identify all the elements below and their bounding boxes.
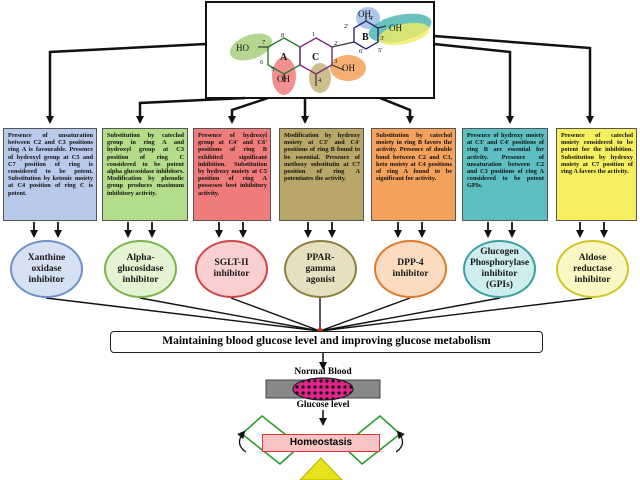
maintain-glucose-box: Maintaining blood glucose level and impr…: [110, 331, 543, 353]
fulcrum: [299, 457, 343, 480]
oh-ring-b-label: OH: [389, 23, 402, 33]
normal-blood-label: Normal Blood: [294, 367, 352, 377]
converging-line: [319, 297, 501, 332]
top-connectors: [46, 34, 594, 124]
pos-8: 8: [281, 32, 284, 39]
sar-box-alpha: Substitution by catechol group in ring A…: [102, 128, 188, 221]
svg-text:8 1 2 3 4: 8 1 2 3 4 5 6 7 4' 3' 2' 5' 6': [260, 15, 386, 84]
target-alpha-glucosidase-inhibitor: Alpha- glucosidase inhibitor: [104, 240, 177, 298]
pos-4p: 4': [369, 15, 373, 22]
target-xanthine-oxidase-inhibitor: Xanthine oxidase inhibitor: [10, 240, 83, 298]
blood-cell-ellipse: [292, 377, 354, 401]
target-aldose-reductase-inhibitor: Aldose reductase inhibitor: [556, 240, 629, 298]
target-ppar-gamma-agonist: PPAR- gamma agonist: [284, 240, 357, 298]
converging-line: [139, 297, 321, 332]
oh-top-label: OH: [358, 9, 371, 19]
sar-box-aldose: Presence of catechol moiety considered t…: [556, 128, 637, 221]
pos-1: 1: [312, 31, 315, 38]
pos-5p: 5': [378, 47, 382, 54]
pos-5: 5: [271, 66, 274, 73]
ring-c-label: C: [312, 52, 319, 63]
sar-box-sglt: Presence of hydroxyl group at C4' and C6…: [193, 128, 271, 221]
target-dpp4-inhibitor: DPP-4 inhibitor: [374, 240, 447, 298]
oh-ring-a-label: OH: [277, 74, 290, 84]
svg-text:A C B HO OH: A C B HO OH OH OH OH: [236, 9, 402, 84]
sar-box-xanthine: Presence of unsaturation between C2 and …: [3, 128, 97, 221]
pos-6p: 6': [359, 48, 363, 55]
target-glycogen-phosphorylase-inhibitor: Glucogen Phosphorylase inhibitor (GPIs): [463, 240, 536, 298]
box-to-circle-arrows: [30, 222, 608, 238]
ho-label: HO: [236, 43, 249, 53]
converging-line: [319, 297, 593, 332]
converging-lines: [45, 297, 593, 332]
converging-line: [319, 297, 411, 332]
target-sglt2-inhibitor: SGLT-II inhibitor: [195, 240, 268, 298]
homeostasis-label: Homeostasis: [262, 434, 380, 452]
pos-2p: 2': [344, 23, 348, 30]
oh-c3-label: OH: [342, 63, 355, 73]
sar-box-dpp4: Substitution by catechol moiety in ring …: [371, 128, 456, 221]
pos-2: 2: [334, 40, 337, 47]
pos-3: 3: [334, 58, 337, 65]
pos-4: 4: [318, 77, 322, 84]
pos-7: 7: [262, 39, 266, 46]
converging-line: [230, 297, 321, 332]
pos-3p: 3': [380, 35, 384, 42]
sar-box-ppar: Modification by hydroxy moiety at C3' an…: [279, 128, 364, 221]
ring-a-label: A: [280, 52, 288, 63]
pos-6: 6: [260, 59, 264, 66]
glucose-level-label: Glucose level: [296, 400, 350, 410]
ring-b-label: B: [362, 32, 369, 43]
converging-line: [45, 297, 321, 332]
sar-box-gpi: Presence of hydroxy moiety at C3' and C4…: [462, 128, 548, 221]
